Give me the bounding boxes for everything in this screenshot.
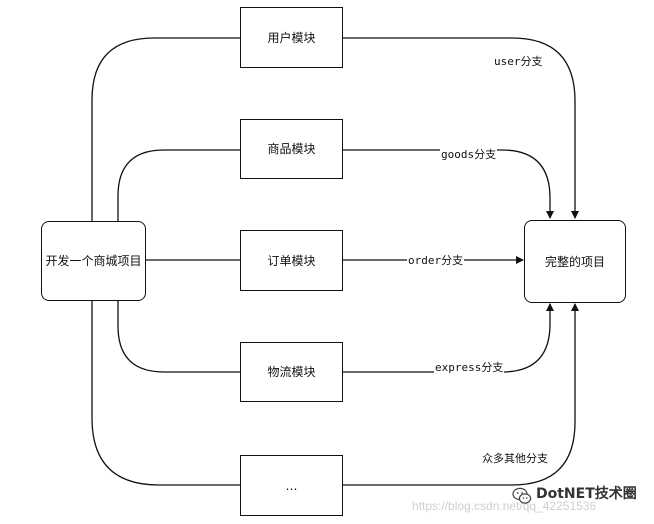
edge-source-to-other-module [91, 300, 241, 486]
module-other-label: … [285, 478, 298, 493]
branch-label-express: express分支 [434, 361, 505, 374]
edge-source-to-user-module [91, 37, 241, 222]
module-goods: 商品模块 [240, 119, 343, 179]
edge-user-branch [342, 37, 579, 219]
watermark-brand: DotNET技术圈 [536, 486, 637, 502]
target-node: 完整的项目 [524, 220, 626, 303]
edge-other-branch [342, 303, 579, 486]
edge-express-branch [342, 303, 554, 373]
source-node: 开发一个商城项目 [41, 221, 146, 301]
module-order-label: 订单模块 [267, 253, 316, 268]
branch-label-order: order分支 [407, 254, 465, 267]
module-user-label: 用户模块 [267, 30, 316, 45]
edge-source-to-express-module [117, 300, 241, 373]
module-user: 用户模块 [240, 7, 343, 68]
edge-goods-branch [342, 149, 554, 219]
module-order: 订单模块 [240, 230, 343, 291]
module-express: 物流模块 [240, 342, 343, 402]
edge-source-to-goods-module [117, 149, 241, 222]
source-node-label: 开发一个商城项目 [45, 254, 142, 268]
branch-label-user: user分支 [493, 55, 544, 68]
target-node-label: 完整的项目 [544, 254, 605, 269]
watermark-url: https://blog.csdn.net/qq_42251536 [412, 499, 597, 513]
branch-label-goods: goods分支 [440, 148, 498, 161]
module-express-label: 物流模块 [267, 365, 316, 379]
branch-label-other: 众多其他分支 [481, 452, 549, 465]
module-other: … [240, 455, 343, 516]
wechat-icon [512, 487, 532, 504]
module-goods-label: 商品模块 [267, 142, 316, 156]
